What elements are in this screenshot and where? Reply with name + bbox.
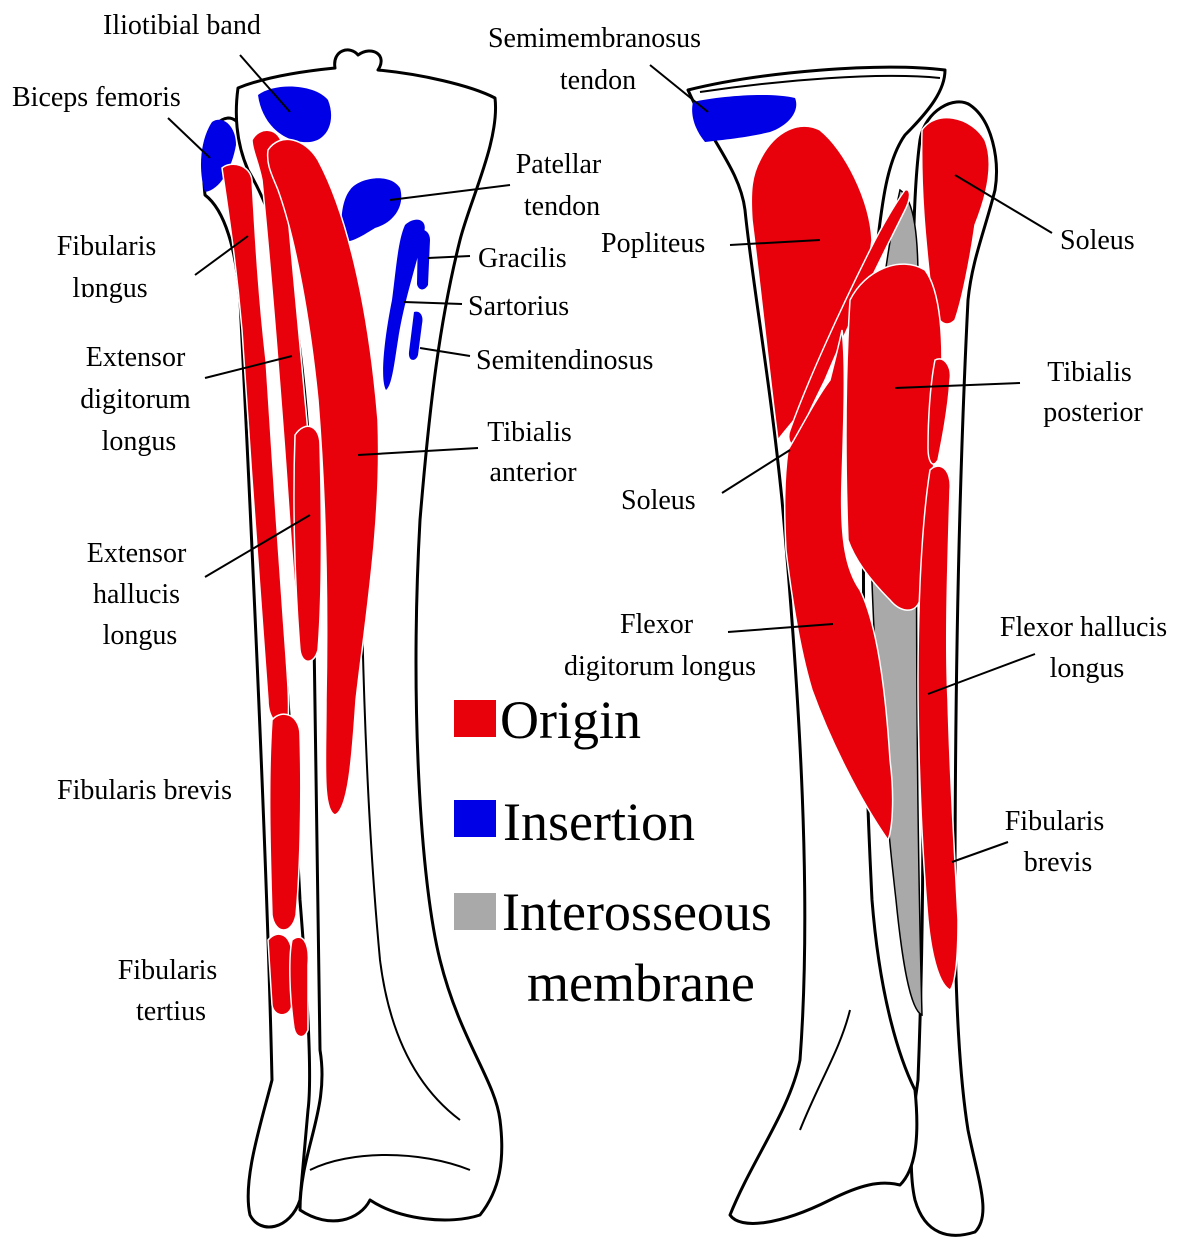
label-patellar-tendon: Patellar tendon xyxy=(516,149,609,222)
label-iliotibial-band: Iliotibial band xyxy=(103,10,261,41)
legend-insertion-swatch xyxy=(454,800,496,837)
fibularis-tertius-origin-2 xyxy=(290,937,308,1036)
anterior-view: Iliotibial band Biceps femoris Patellar … xyxy=(12,10,653,1227)
label-flexor-hallucis-longus: Flexor hallucis longus xyxy=(1000,612,1174,684)
label-extensor-digitorum-longus: Extensor digitorum longus xyxy=(80,342,197,457)
label-fibularis-brevis-posterior: Fibularis brevis xyxy=(1005,806,1112,878)
label-tibialis-anterior: Tibialis anterior xyxy=(487,417,579,488)
label-semitendinosus: Semitendinosus xyxy=(476,345,653,376)
legend-insertion-label: Insertion xyxy=(503,792,695,852)
legend: Origin Insertion Interosseous membrane xyxy=(454,690,785,1013)
label-fibularis-longus: Fibularis lɒngus xyxy=(57,231,164,304)
label-extensor-hallucis-longus: Extensor hallucis longus xyxy=(87,538,194,651)
label-fibularis-tertius: Fibularis tertius xyxy=(118,955,225,1027)
label-soleus-fibula: Soleus xyxy=(1060,225,1135,256)
fibularis-tertius-origin xyxy=(268,934,292,1015)
label-flexor-digitorum-longus: Flexor digitorum longus xyxy=(564,609,756,682)
label-soleus-tibia: Soleus xyxy=(621,485,696,516)
label-popliteus: Popliteus xyxy=(601,228,705,259)
extensor-hallucis-longus-origin xyxy=(294,426,321,661)
legend-interosseous-swatch xyxy=(454,893,496,930)
label-biceps-femoris: Biceps femoris xyxy=(12,82,181,113)
legend-interosseous-label: Interosseous membrane xyxy=(502,882,785,1013)
fibularis-brevis-origin xyxy=(270,714,301,930)
legend-origin-label: Origin xyxy=(500,690,641,750)
label-tibialis-posterior: Tibialis posterior xyxy=(1043,357,1143,428)
legend-origin-swatch xyxy=(454,700,496,737)
label-sartorius: Sartorius xyxy=(468,291,569,322)
label-gracilis: Gracilis xyxy=(478,243,567,274)
label-fibularis-brevis-anterior: Fibularis brevis xyxy=(57,775,232,806)
